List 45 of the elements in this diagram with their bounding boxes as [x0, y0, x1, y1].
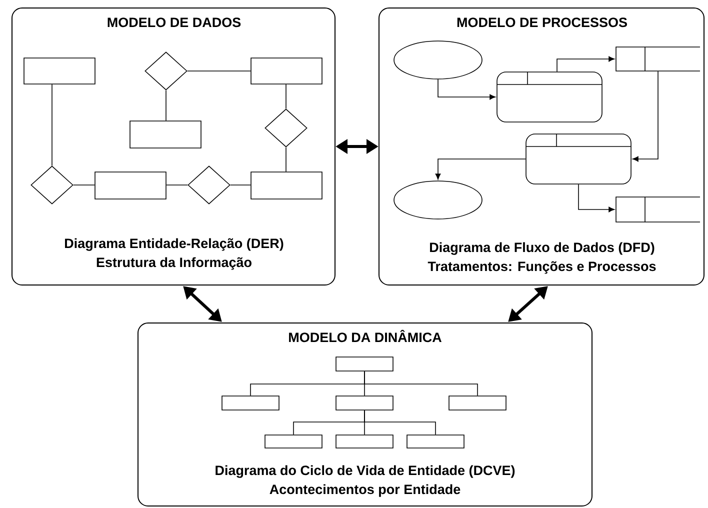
arrow	[438, 79, 496, 100]
arrow	[556, 56, 615, 72]
panel-title: MODELO DA DINÂMICA	[289, 330, 442, 342]
connector-line	[230, 184, 251, 186]
tree-box	[406, 434, 464, 448]
tree-box	[336, 356, 394, 372]
process-box	[496, 72, 602, 122]
external-entity-ellipse	[394, 40, 482, 80]
panel-caption: Tratamentos: Funções e Processos	[428, 261, 656, 274]
process-box	[526, 134, 632, 184]
connector-line	[187, 70, 251, 72]
arrow	[632, 71, 658, 162]
tree-box	[222, 396, 280, 410]
panel-caption: Diagrama de Fluxo de Dados (DFD)	[430, 242, 654, 255]
arrow	[578, 184, 615, 212]
tree-box	[336, 434, 394, 448]
external-entity-ellipse	[394, 180, 482, 220]
panel-title: MODELO DE PROCESSOS	[457, 18, 627, 28]
connector-line	[364, 371, 478, 396]
connector-line	[73, 184, 95, 186]
entity-box	[94, 172, 166, 200]
arrow	[435, 158, 526, 180]
entity-box	[250, 58, 322, 84]
panel-caption: Acontecimentos por Entidade	[270, 484, 460, 497]
entity-box	[250, 172, 322, 200]
connector-line	[166, 184, 188, 186]
model-panel	[138, 322, 592, 506]
tree-box	[264, 434, 322, 448]
panel-caption: Estrutura da Informação	[96, 257, 252, 270]
data-store-box	[616, 196, 700, 222]
tree-box	[336, 396, 394, 410]
panel-caption: Diagrama Entidade-Relação (DER)	[65, 238, 284, 251]
relationship-diamond	[30, 166, 74, 204]
relationship-diamond	[144, 52, 188, 90]
panel-caption: Diagrama do Ciclo de Vida de Entidade (DCVE)	[216, 465, 515, 478]
tree-box	[448, 396, 506, 410]
entity-box	[24, 58, 96, 84]
connector-line	[364, 410, 436, 435]
relationship-diamond	[188, 166, 230, 204]
model-panel	[12, 8, 336, 286]
panel-title: MODELO DE DADOS	[108, 18, 241, 28]
relationship-diamond	[264, 108, 308, 148]
model-panel	[378, 8, 705, 286]
entity-box	[130, 120, 202, 148]
data-store-box	[616, 46, 700, 72]
